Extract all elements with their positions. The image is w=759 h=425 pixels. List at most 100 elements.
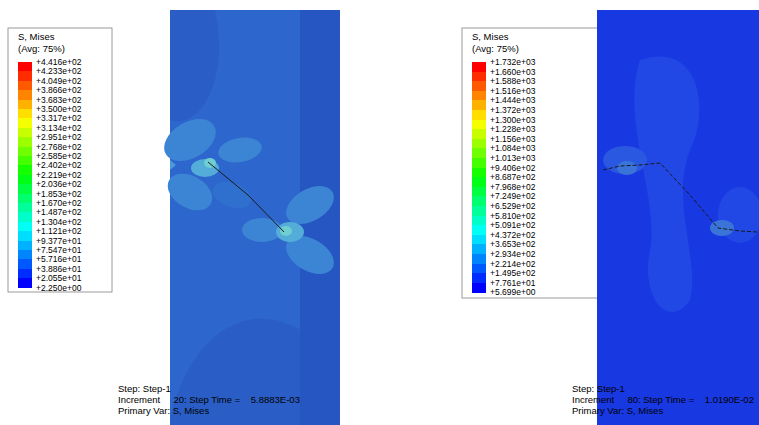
legend-value: +2.036e+02 bbox=[36, 180, 81, 189]
legend-title: S, Mises bbox=[472, 32, 508, 42]
legend-value: +2.219e+02 bbox=[36, 171, 81, 180]
legend-swatch bbox=[472, 196, 486, 206]
legend-value: +2.585e+02 bbox=[36, 152, 81, 161]
legend-swatch bbox=[472, 129, 486, 139]
variable-label: Primary Var: S, Mises bbox=[118, 406, 209, 416]
legend-swatch bbox=[472, 254, 486, 264]
legend-value: +1.516e+03 bbox=[490, 87, 535, 96]
legend-value: +3.134e+02 bbox=[36, 124, 81, 133]
legend-swatch bbox=[472, 120, 486, 130]
legend-value: +3.500e+02 bbox=[36, 105, 81, 114]
legend-swatch bbox=[18, 90, 32, 100]
legend-value: +7.249e+02 bbox=[490, 192, 535, 201]
legend-value: +1.156e+03 bbox=[490, 135, 535, 144]
legend-swatch bbox=[472, 177, 486, 187]
legend-value: +1.084e+03 bbox=[490, 144, 535, 153]
legend-value: +5.716e+01 bbox=[36, 255, 81, 264]
legend-value: +1.300e+03 bbox=[490, 116, 535, 125]
legend-value: +5.810e+02 bbox=[490, 212, 535, 221]
legend-value: +2.214e+02 bbox=[490, 260, 535, 269]
legend-swatch bbox=[472, 62, 486, 72]
legend-value: +4.372e+02 bbox=[490, 231, 535, 240]
legend-value: +1.121e+02 bbox=[36, 227, 81, 236]
legend-swatch bbox=[472, 158, 486, 168]
legend-title: S, Mises bbox=[18, 32, 54, 42]
legend-swatch bbox=[18, 241, 32, 251]
legend-swatch bbox=[18, 100, 32, 110]
legend-swatch bbox=[472, 216, 486, 226]
legend-value: +3.866e+02 bbox=[36, 86, 81, 95]
legend-value: +1.670e+02 bbox=[36, 199, 81, 208]
legend-value: +3.653e+02 bbox=[490, 240, 535, 249]
legend-value: +1.304e+02 bbox=[36, 218, 81, 227]
legend-swatch bbox=[472, 168, 486, 178]
legend-swatch bbox=[18, 231, 32, 241]
variable-label: Primary Var: S, Mises bbox=[572, 406, 663, 416]
legend-value: +2.055e+01 bbox=[36, 274, 81, 283]
legend-subtitle: (Avg: 75%) bbox=[472, 44, 519, 54]
legend-swatch bbox=[18, 259, 32, 269]
legend-value: +1.732e+03 bbox=[490, 58, 535, 67]
legend-value: +1.228e+03 bbox=[490, 125, 535, 134]
legend-frame bbox=[8, 28, 112, 292]
legend-swatch bbox=[18, 184, 32, 194]
legend-value: +1.588e+03 bbox=[490, 77, 535, 86]
legend-value: +5.091e+02 bbox=[490, 221, 535, 230]
legend-value: +1.853e+02 bbox=[36, 190, 81, 199]
legend-subtitle: (Avg: 75%) bbox=[18, 44, 65, 54]
legend-swatch bbox=[472, 187, 486, 197]
legend-swatch bbox=[472, 273, 486, 283]
right-contour bbox=[597, 10, 759, 425]
legend-value: +7.547e+01 bbox=[36, 246, 81, 255]
legend-swatch bbox=[18, 137, 32, 147]
legend-value: +7.761e+01 bbox=[490, 279, 535, 288]
legend-swatch bbox=[472, 235, 486, 245]
legend-value: +2.250e+00 bbox=[36, 284, 81, 293]
legend-value: +1.372e+03 bbox=[490, 106, 535, 115]
legend-swatch bbox=[472, 81, 486, 91]
legend-swatch bbox=[472, 139, 486, 149]
legend-swatch bbox=[18, 118, 32, 128]
legend-swatch bbox=[472, 244, 486, 254]
legend-value: +2.402e+02 bbox=[36, 161, 81, 170]
legend-swatch bbox=[472, 91, 486, 101]
legend-value: +2.951e+02 bbox=[36, 133, 81, 142]
legend-swatch bbox=[18, 278, 32, 288]
legend-value: +4.233e+02 bbox=[36, 67, 81, 76]
legend-swatch bbox=[472, 148, 486, 158]
legend-value: +1.444e+03 bbox=[490, 96, 535, 105]
legend-swatch bbox=[18, 71, 32, 81]
legend-value: +2.768e+02 bbox=[36, 143, 81, 152]
legend-value: +2.934e+02 bbox=[490, 250, 535, 259]
legend-value: +5.699e+00 bbox=[490, 288, 535, 297]
legend-value: +1.013e+03 bbox=[490, 154, 535, 163]
legend-swatch bbox=[472, 225, 486, 235]
legend-value: +9.377e+01 bbox=[36, 237, 81, 246]
legend-frame bbox=[462, 28, 598, 298]
legend-value: +1.487e+02 bbox=[36, 208, 81, 217]
legend-swatch bbox=[472, 283, 486, 293]
step-label: Step: Step-1 bbox=[118, 384, 171, 394]
legend-value: +1.495e+02 bbox=[490, 269, 535, 278]
legend-value: +3.886e+01 bbox=[36, 265, 81, 274]
legend-value: +8.687e+02 bbox=[490, 173, 535, 182]
legend-value: +1.660e+03 bbox=[490, 68, 535, 77]
legend-value: +6.529e+02 bbox=[490, 202, 535, 211]
legend-swatch bbox=[18, 212, 32, 222]
increment-label: Increment 20: Step Time = 5.8883E-03 bbox=[118, 395, 300, 405]
legend-swatch bbox=[472, 264, 486, 274]
step-label: Step: Step-1 bbox=[572, 384, 625, 394]
legend-swatch bbox=[472, 206, 486, 216]
legend-swatch bbox=[18, 147, 32, 157]
legend-value: +4.049e+02 bbox=[36, 77, 81, 86]
legend-value: +3.683e+02 bbox=[36, 96, 81, 105]
increment-label: Increment 80: Step Time = 1.0190E-02 bbox=[572, 395, 754, 405]
legend-value: +7.968e+02 bbox=[490, 183, 535, 192]
legend-swatch bbox=[472, 72, 486, 82]
legend-swatch bbox=[472, 100, 486, 110]
legend-value: +9.406e+02 bbox=[490, 164, 535, 173]
legend-value: +3.317e+02 bbox=[36, 114, 81, 123]
legend-swatch bbox=[472, 110, 486, 120]
legend-value: +4.416e+02 bbox=[36, 58, 81, 67]
